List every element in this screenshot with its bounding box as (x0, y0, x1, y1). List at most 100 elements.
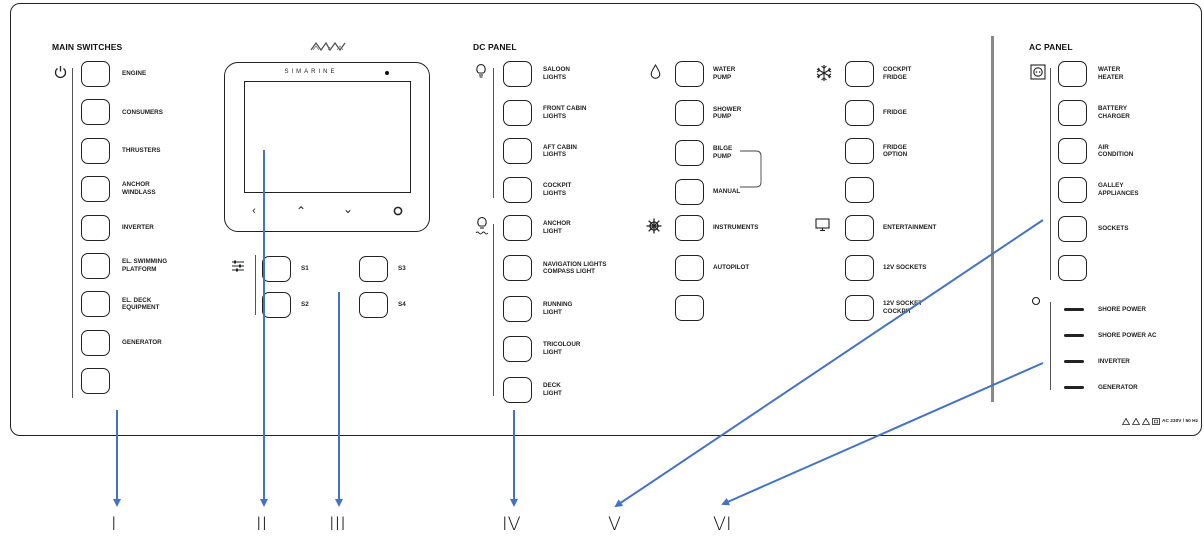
dc-water-pump-button[interactable] (675, 61, 704, 87)
dc-col1-divider-1 (493, 68, 494, 198)
dc-nav-instruments-button[interactable] (675, 215, 704, 241)
dc-deck-light-button[interactable] (503, 376, 532, 403)
warning-icon (1122, 418, 1130, 425)
dc-running-light-button[interactable] (503, 295, 532, 322)
dc-bilge-pump-label: BILGE PUMP (713, 144, 733, 160)
main-anchor-windlass-label: ANCHOR WINDLASS (122, 181, 156, 197)
ac-voltage-rating: AC 230V / 50 Hz (1162, 419, 1198, 424)
sliders-icon (232, 260, 244, 272)
ac-sockets-button[interactable] (1058, 215, 1087, 242)
soft-key-s2[interactable] (262, 292, 291, 318)
indicator-generator-led (1064, 386, 1084, 389)
indicator-generator-label: GENERATOR (1098, 384, 1138, 391)
main-switches-title: MAIN SWITCHES (52, 42, 123, 52)
monitor-icon (815, 218, 830, 232)
chevron-down-icon[interactable]: ⌄ (342, 202, 354, 216)
main-thrusters-button[interactable] (81, 137, 110, 164)
snowflake-icon (816, 65, 832, 81)
main-inverter-button[interactable] (81, 214, 110, 241)
dc-fridge-cockpit-fridge-button[interactable] (845, 61, 874, 87)
main-el-deck-equipment-label: EL. DECK EQUIPMENT (122, 296, 160, 312)
dc-shower-pump-label: SHOWER PUMP (713, 105, 742, 121)
dc-tricolour-light-label: TRICOLOUR LIGHT (543, 341, 581, 357)
dc-tricolour-light-button[interactable] (503, 336, 532, 363)
main-spare-8-button[interactable] (81, 368, 110, 395)
main-generator-label: GENERATOR (122, 338, 162, 346)
dc-nav-instruments-label: INSTRUMENTS (713, 224, 759, 232)
main-el-deck-equipment-button[interactable] (81, 291, 110, 318)
dc-nav-autopilot-label: AUTOPILOT (713, 264, 750, 272)
indicator-shore-power-ac-label: SHORE POWER AC (1098, 332, 1157, 339)
water-drop-icon (650, 64, 661, 79)
main-engine-button[interactable] (81, 61, 110, 87)
dc-saloon-lights-label: SALOON LIGHTS (543, 66, 570, 81)
chevron-up-icon[interactable]: ⌃ (295, 204, 307, 218)
bulb-icon (476, 63, 486, 78)
dc-manual-button[interactable] (675, 178, 704, 205)
power-icon (54, 66, 67, 79)
main-el-swimming-platform-label: EL. SWIMMING PLATFORM (122, 258, 168, 273)
display-screen (244, 81, 411, 193)
callout-label-ii: II (256, 513, 268, 535)
ac-spare-5-button[interactable] (1058, 254, 1087, 281)
dc-anchor-light-label: ANCHOR LIGHT (543, 220, 571, 235)
ac-air-condition-button[interactable] (1058, 138, 1087, 165)
dc-cockpit-lights-button[interactable] (503, 177, 532, 204)
warning-icon (1142, 418, 1150, 425)
soft-key-s4[interactable] (359, 292, 388, 318)
ac-water-heater-button[interactable] (1058, 61, 1087, 87)
soft-keys-divider (255, 255, 256, 315)
dc-nav-autopilot-button[interactable] (675, 255, 704, 281)
dc-12v-sockets-button[interactable] (845, 255, 874, 281)
dc-fridge-spare-3-button[interactable] (845, 177, 874, 204)
callout-label-iii: III (329, 513, 346, 535)
indicator-shore-power-label: SHORE POWER (1098, 306, 1146, 313)
control-panel (10, 3, 1202, 436)
dc-12v-socket-cockpit-button[interactable] (845, 295, 874, 321)
main-consumers-button[interactable] (81, 99, 110, 126)
double-insulation-icon (1152, 418, 1160, 425)
ac-battery-charger-button[interactable] (1058, 99, 1087, 126)
ac-divider-1 (1050, 68, 1051, 280)
dc-water-pump-label: WATER PUMP (713, 66, 736, 81)
main-inverter-label: INVERTER (122, 223, 154, 231)
ac-divider-2 (1050, 302, 1051, 390)
soft-key-s3[interactable] (359, 256, 388, 282)
indicator-inverter-label: INVERTER (1098, 358, 1130, 365)
dc-aft-cabin-lights-button[interactable] (503, 138, 532, 165)
dc-fridge-fridge-button[interactable] (845, 99, 874, 126)
dc-shower-pump-button[interactable] (675, 100, 704, 127)
dc-entertainment-button[interactable] (845, 215, 874, 241)
dc-12v-sockets-label: 12V SOCKETS (883, 264, 927, 272)
dc-fridge-fridge-label: FRIDGE (883, 108, 907, 116)
chevron-left-icon[interactable]: ‹ (252, 205, 256, 217)
main-anchor-windlass-button[interactable] (81, 176, 110, 203)
dc-nav-spare-2-button[interactable] (675, 295, 704, 321)
dc-navigation-lights-compass-light-button[interactable] (503, 255, 532, 282)
ac-separator (991, 36, 994, 402)
callout-label-i: I (111, 513, 117, 535)
main-consumers-label: CONSUMERS (122, 108, 163, 116)
dc-front-cabin-lights-button[interactable] (503, 99, 532, 126)
main-el-swimming-platform-button[interactable] (81, 253, 110, 279)
dc-entertainment-label: ENTERTAINMENT (883, 224, 937, 232)
helm-icon (646, 218, 662, 234)
dc-fridge-fridge-option-button[interactable] (845, 138, 874, 165)
dc-fridge-cockpit-fridge-label: COCKPIT FRIDGE (883, 66, 912, 81)
soft-key-s1[interactable] (262, 256, 291, 282)
brand-label: SIMARINE (284, 69, 338, 75)
dc-anchor-light-button[interactable] (503, 215, 532, 241)
bilge-bracket (740, 150, 762, 188)
main-generator-button[interactable] (81, 329, 110, 356)
dc-manual-label: MANUAL (713, 188, 741, 195)
power-ring-icon[interactable] (390, 203, 406, 219)
ac-panel-title: AC PANEL (1029, 42, 1073, 52)
indicator-shore-power-led (1064, 308, 1084, 311)
dc-bilge-pump-button[interactable] (675, 139, 704, 166)
dc-running-light-label: RUNNING LIGHT (543, 301, 573, 316)
ac-galley-appliances-button[interactable] (1058, 177, 1087, 204)
ac-sockets-label: SOCKETS (1098, 224, 1129, 232)
dc-saloon-lights-button[interactable] (503, 61, 532, 87)
soft-key-s2-label: S2 (301, 301, 309, 308)
indicator-inverter-led (1064, 360, 1084, 363)
